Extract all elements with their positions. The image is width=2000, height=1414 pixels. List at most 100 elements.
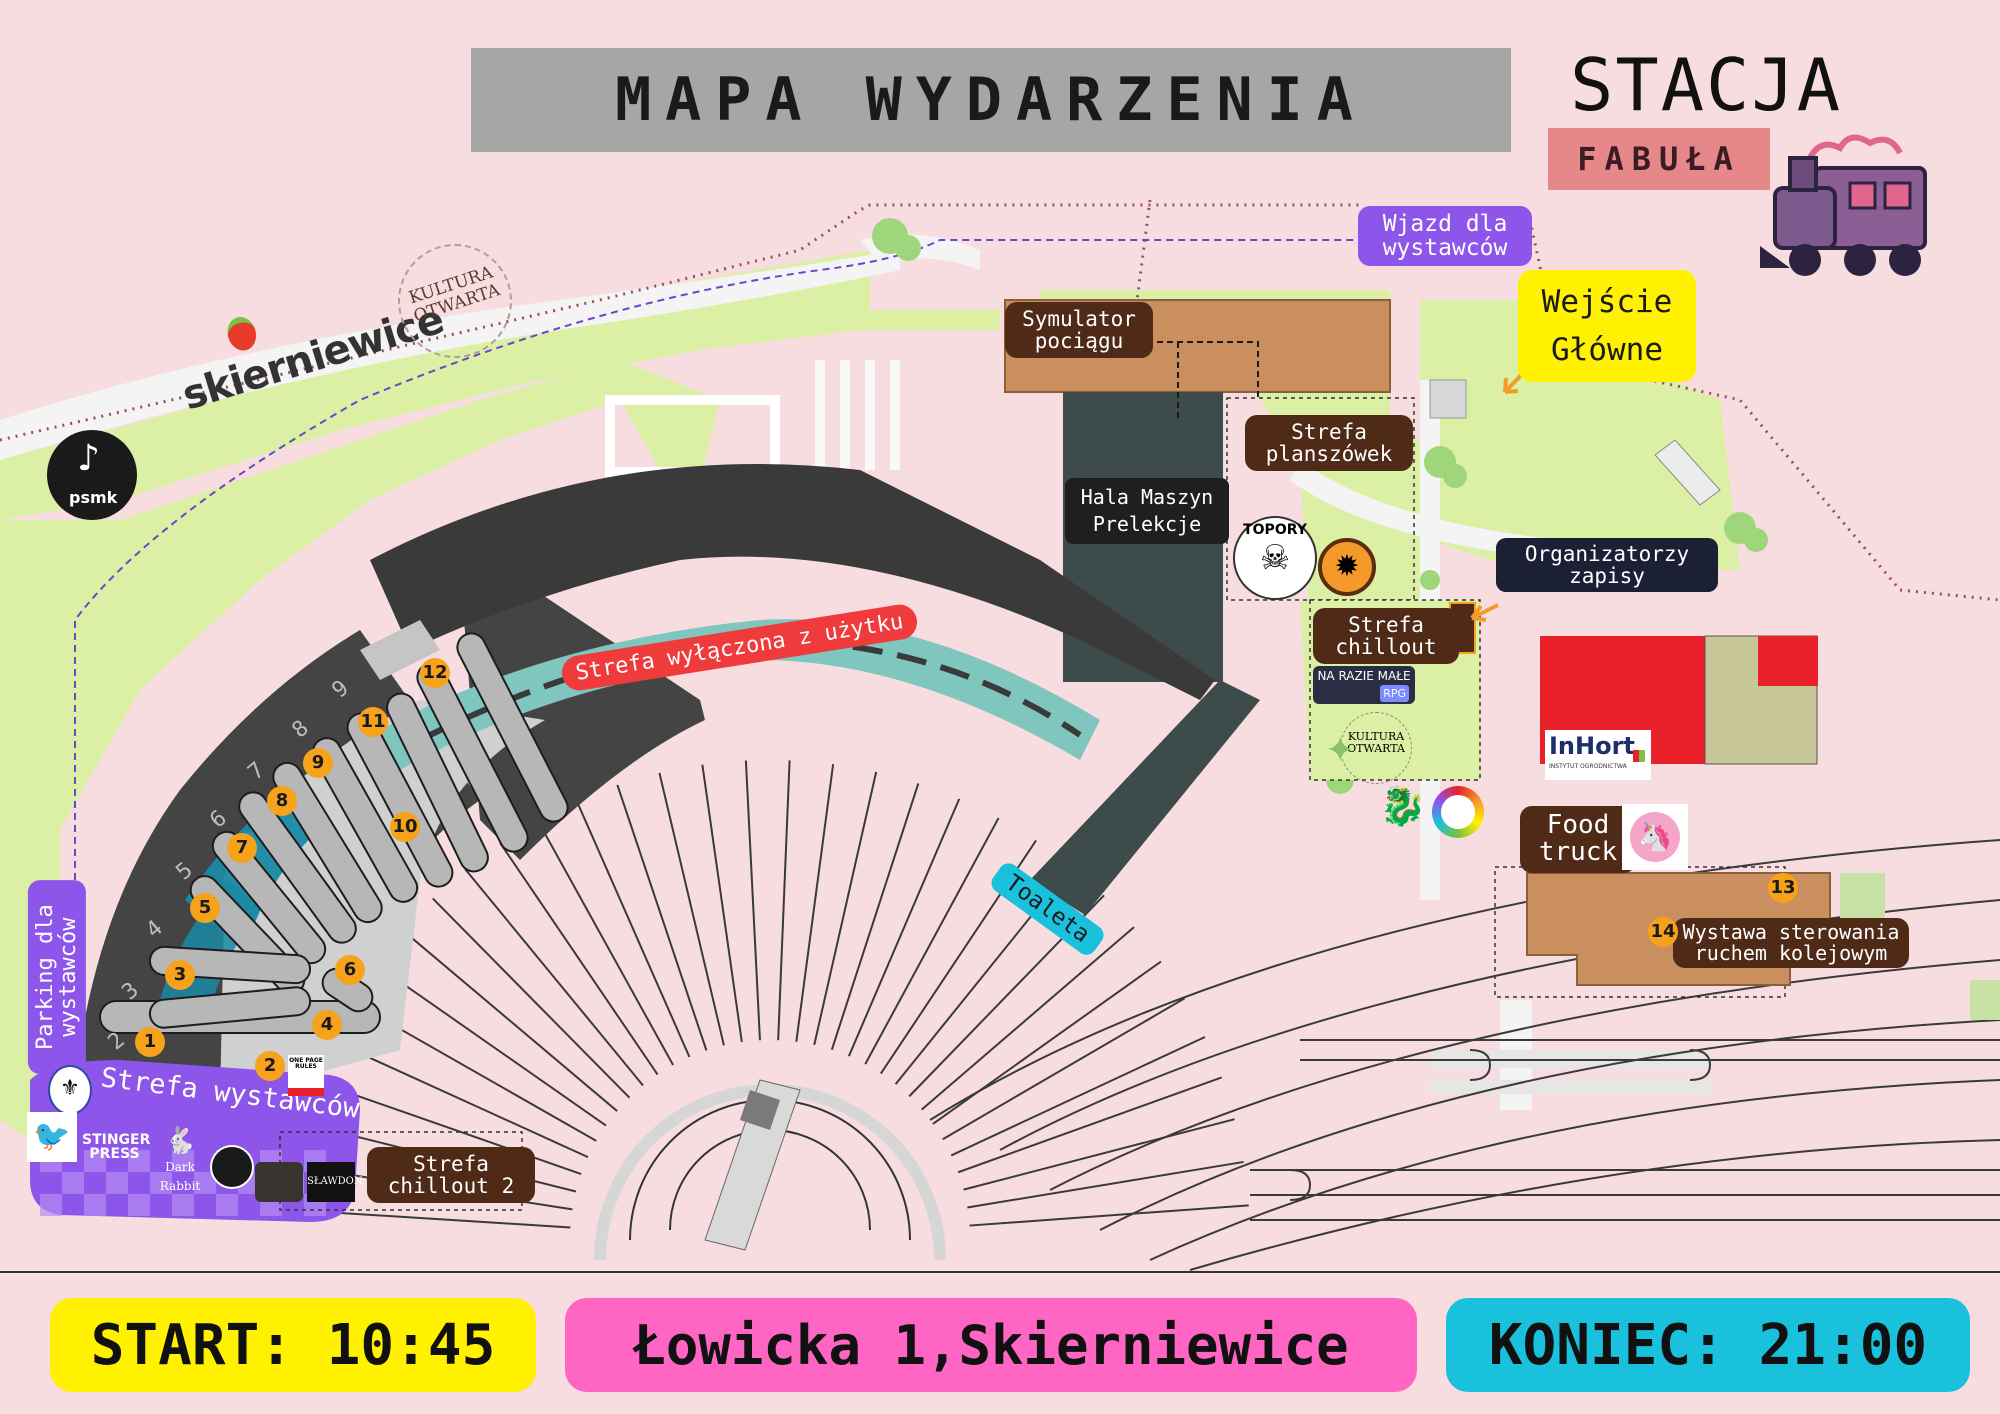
boardgames-label: Strefa planszówek bbox=[1245, 415, 1413, 472]
badge-logo: ⚜ bbox=[48, 1065, 92, 1115]
track-line bbox=[942, 997, 1186, 1141]
track-line bbox=[921, 926, 1135, 1111]
brand-tagline: FABUŁA bbox=[1548, 128, 1770, 190]
exhibitors-entry-label: Wjazd dla wystawców bbox=[1358, 206, 1532, 267]
stand-number-4: 4 bbox=[312, 1010, 342, 1040]
checker-square bbox=[172, 1150, 194, 1172]
stand-number-1: 1 bbox=[135, 1027, 165, 1057]
rainbow-logo bbox=[1432, 786, 1484, 838]
chillout-label: Strefa chillout bbox=[1313, 608, 1459, 665]
dark-rabbit-text: Dark Rabbit bbox=[159, 1160, 201, 1193]
checker-square bbox=[150, 1172, 172, 1194]
na-razie-text: NA RAZIE MAŁE bbox=[1317, 669, 1411, 683]
raven-logo: 🐦 bbox=[27, 1112, 77, 1162]
culture-name: KULTURA OTWARTA bbox=[406, 262, 503, 327]
start-time: START: 10:45 bbox=[50, 1298, 536, 1392]
train-icon bbox=[1760, 134, 1927, 276]
checker-square bbox=[84, 1194, 106, 1216]
stinger-logo: STINGER PRESS bbox=[82, 1132, 151, 1162]
stand-number-5: 5 bbox=[190, 893, 220, 923]
chillout2-label: Strefa chillout 2 bbox=[367, 1147, 535, 1204]
track-line bbox=[316, 1080, 582, 1175]
track-line bbox=[616, 784, 708, 1051]
mandala-icon: ✹ bbox=[1334, 549, 1360, 584]
track-line bbox=[957, 1076, 1222, 1174]
track-line bbox=[864, 817, 1000, 1065]
simulator-label: Symulator pociągu bbox=[1005, 302, 1153, 359]
track-line bbox=[402, 929, 618, 1112]
checker-square bbox=[172, 1194, 194, 1216]
small-building-2 bbox=[1970, 980, 2000, 1020]
circle-emblem-logo bbox=[210, 1145, 254, 1189]
slawdon-logo: SŁAWDON bbox=[307, 1162, 363, 1202]
track-line bbox=[932, 960, 1162, 1125]
stand-number-13: 13 bbox=[1768, 873, 1798, 903]
organizers-label: Organizatorzy zapisy bbox=[1496, 538, 1718, 593]
stand-number-8: 8 bbox=[267, 786, 297, 816]
figure-icon: ✦ bbox=[1325, 730, 1356, 771]
page-title: MAPA WYDARZENIA bbox=[471, 48, 1511, 152]
track-line bbox=[744, 760, 761, 1041]
stand-number-7: 7 bbox=[227, 833, 257, 863]
stand-bar bbox=[386, 692, 489, 873]
raven-icon: 🐦 bbox=[33, 1119, 71, 1154]
stand-bar bbox=[238, 791, 357, 944]
track-line bbox=[969, 1204, 1249, 1227]
dragon-icon: 🐉 bbox=[1379, 784, 1427, 828]
na-razie-logo: NA RAZIE MAŁE RPG bbox=[1313, 666, 1415, 704]
psmk-text: psmk bbox=[69, 488, 118, 507]
checker-square bbox=[62, 1172, 84, 1194]
track-line bbox=[536, 819, 674, 1066]
topory-logo: TOPORY ☠ bbox=[1233, 516, 1317, 600]
psmk-emblem-icon: ♪ bbox=[77, 438, 100, 479]
checker-square bbox=[128, 1194, 150, 1216]
inhort-subtitle: INSTYTUT OGRODNICTWA bbox=[1549, 763, 1627, 770]
address: Łowicka 1,Skierniewice bbox=[565, 1298, 1417, 1392]
turntable bbox=[594, 1079, 946, 1261]
inhort-text: InHort bbox=[1549, 732, 1635, 760]
track-line bbox=[464, 868, 644, 1087]
rpg-badge: RPG bbox=[1380, 685, 1409, 702]
parking-label: Parking dla wystawców bbox=[27, 880, 87, 1075]
track-line bbox=[658, 772, 725, 1046]
checker-square bbox=[216, 1194, 238, 1216]
track-line bbox=[950, 1036, 1206, 1157]
skull-icon: ☠ bbox=[1259, 538, 1291, 578]
stand-number-2: 2 bbox=[255, 1051, 285, 1081]
stand-number-3: 3 bbox=[165, 960, 195, 990]
red-building-small bbox=[1758, 636, 1818, 686]
stand-bar bbox=[272, 761, 383, 924]
unicorn-logo: 🦄 bbox=[1622, 804, 1688, 870]
stand-number-6: 6 bbox=[335, 955, 365, 985]
track-line bbox=[830, 783, 920, 1051]
rainbow-inner bbox=[1441, 795, 1475, 829]
checker-square bbox=[194, 1172, 216, 1194]
culture-logo: KULTURA OTWARTA bbox=[398, 244, 512, 358]
track-line bbox=[847, 798, 961, 1057]
track-line bbox=[963, 1118, 1235, 1191]
end-time: KONIEC: 21:00 bbox=[1446, 1298, 1970, 1392]
hall-label: Hala Maszyn Prelekcje bbox=[1065, 478, 1229, 544]
face-photo-logo bbox=[255, 1162, 303, 1202]
inhort-squares-icon bbox=[1633, 750, 1645, 762]
exhibitor-route bbox=[74, 239, 1360, 880]
stand-bar bbox=[148, 986, 312, 1029]
kultura-small-logo: KULTURA OTWARTA bbox=[1340, 712, 1412, 784]
exhibition-label: Wystawa sterowania ruchem kolejowym bbox=[1673, 918, 1909, 968]
stand-number-9: 9 bbox=[303, 748, 333, 778]
stand-number-14: 14 bbox=[1648, 917, 1678, 947]
track-line bbox=[967, 1160, 1244, 1209]
checker-square bbox=[84, 1150, 106, 1172]
stand-bar bbox=[456, 632, 569, 823]
track-line bbox=[499, 842, 659, 1076]
stand-bar bbox=[346, 712, 454, 888]
stand-number-10: 10 bbox=[390, 812, 420, 842]
food-truck-label: Food truck bbox=[1520, 806, 1636, 873]
track-line bbox=[375, 964, 607, 1127]
one-page-rules-logo: ONE PAGE RULES bbox=[288, 1055, 324, 1096]
checker-square bbox=[40, 1194, 62, 1216]
main-entrance-label: Wejście Główne bbox=[1518, 270, 1696, 383]
track-line bbox=[332, 1040, 589, 1159]
small-structure bbox=[1654, 439, 1721, 506]
